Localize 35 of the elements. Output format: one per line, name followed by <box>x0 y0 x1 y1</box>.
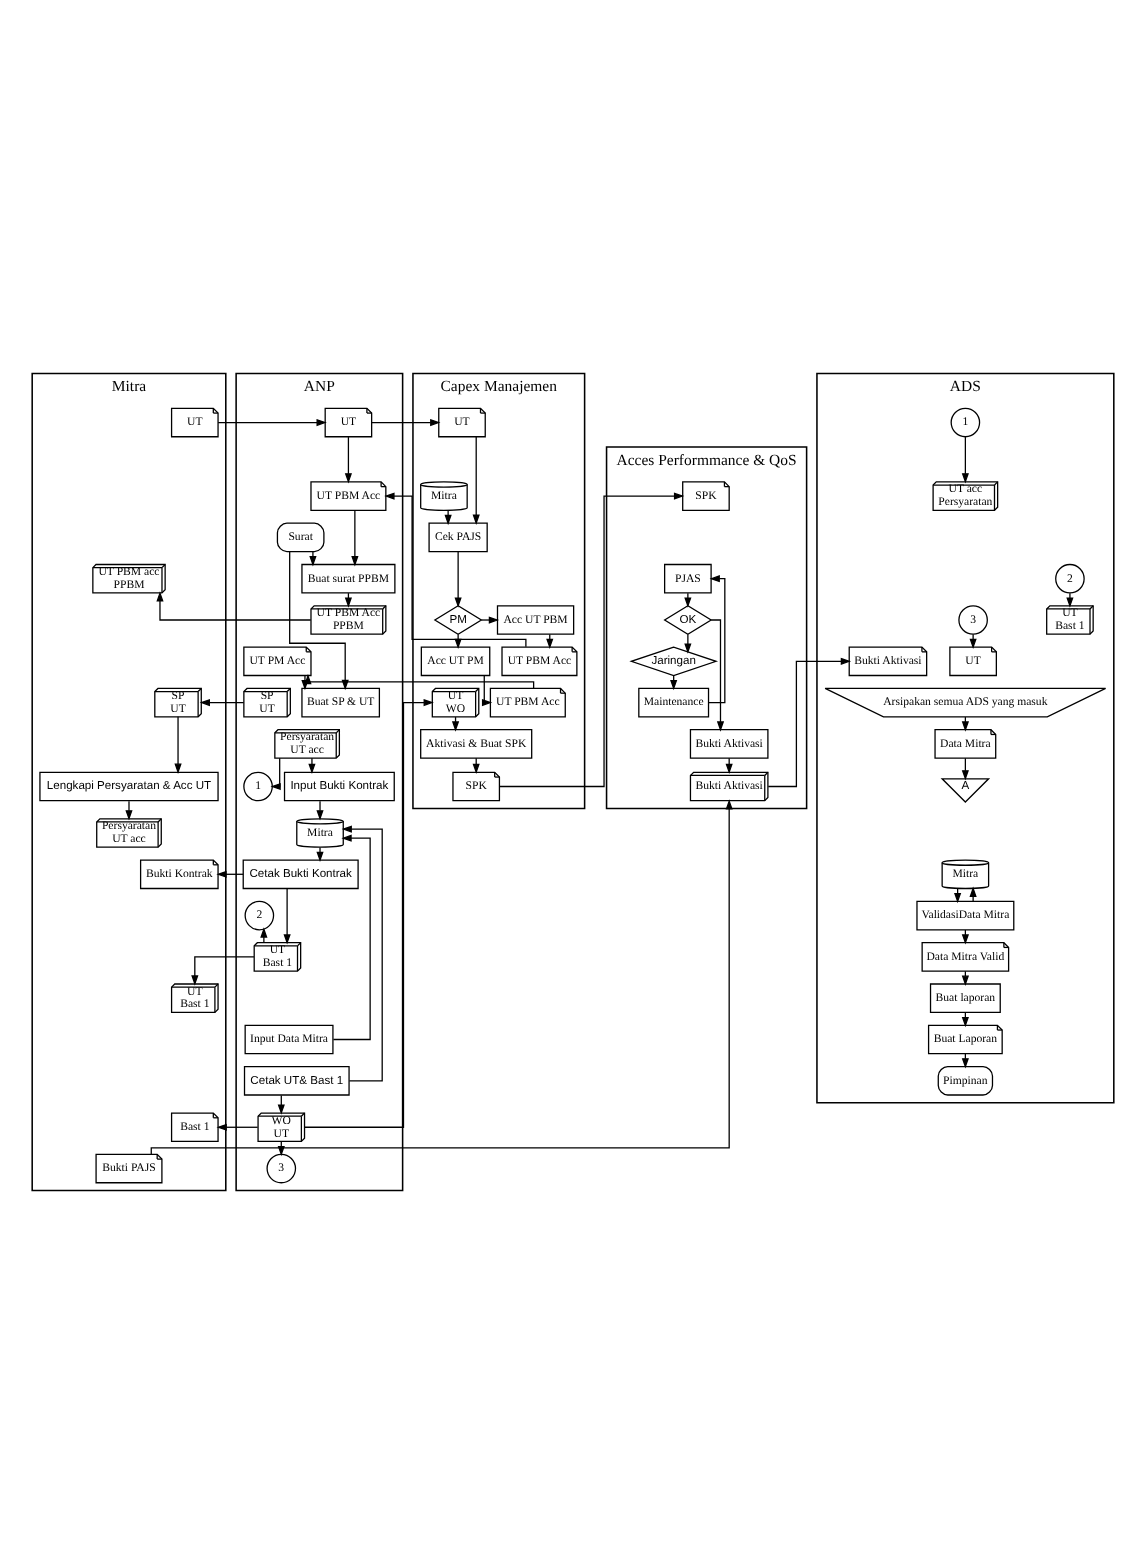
arrow <box>304 698 434 1127</box>
arrow <box>341 824 383 1081</box>
arrow <box>480 615 500 623</box>
arrow <box>351 508 359 566</box>
arrow <box>309 550 317 566</box>
arrow <box>199 698 245 706</box>
arrow <box>684 591 692 607</box>
arrow <box>316 845 324 861</box>
arrow <box>308 756 316 774</box>
arrow <box>270 756 281 790</box>
arrow <box>444 508 452 525</box>
arrow <box>217 417 327 426</box>
arrow <box>454 550 462 607</box>
arrow <box>260 926 268 943</box>
arrow <box>156 590 312 620</box>
arrow <box>371 417 441 426</box>
arrow <box>316 799 324 820</box>
arrow <box>481 674 493 706</box>
arrow <box>710 618 725 731</box>
arrow <box>150 798 733 1154</box>
arrow <box>499 491 685 787</box>
arrow <box>961 435 969 483</box>
arrow <box>684 632 692 653</box>
arrow <box>708 574 726 703</box>
arrow <box>969 885 977 901</box>
arrow <box>969 632 977 649</box>
arrow <box>472 435 480 524</box>
arrow <box>174 715 182 773</box>
arrow <box>1066 591 1074 607</box>
arrow <box>767 656 852 787</box>
arrow <box>344 435 353 483</box>
arrow <box>332 833 371 1040</box>
arrow <box>283 887 291 944</box>
arrow <box>216 1122 259 1130</box>
arrow <box>125 799 133 820</box>
